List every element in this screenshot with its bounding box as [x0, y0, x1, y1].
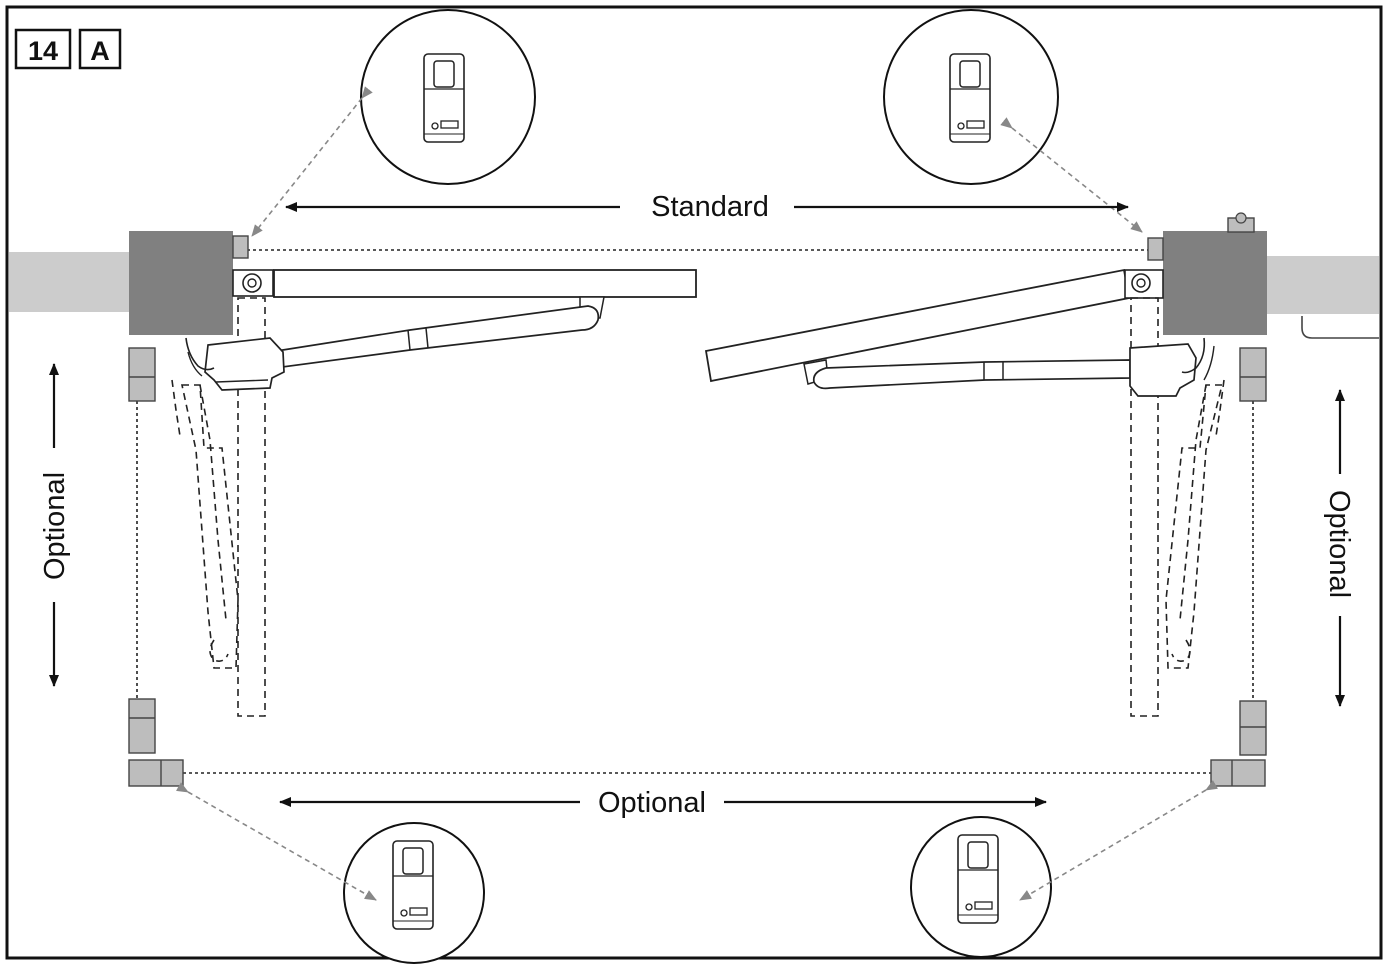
right-pillar-knob	[1235, 212, 1247, 224]
standard-label: Standard	[651, 191, 769, 223]
photocell-bottom-right	[1210, 759, 1266, 787]
right-gate-leaf-open	[1130, 297, 1159, 717]
right-operator-arm-open	[1165, 379, 1225, 669]
detail-circle-top-right	[883, 9, 1059, 185]
right-optional-label: Optional	[1323, 490, 1355, 598]
photocell-transmitter-icon	[957, 834, 999, 924]
photocell-right-upper	[1239, 347, 1267, 402]
photocell-transmitter-icon	[392, 840, 434, 930]
left-operator-arm-open	[171, 379, 239, 669]
photocell-left-upper	[128, 347, 156, 402]
pointer-arrow-top-right	[1000, 117, 1143, 233]
figure-frame	[5, 5, 1383, 960]
bottom-optional-label: Optional	[598, 787, 706, 819]
photocell-bottom-left	[128, 759, 184, 787]
left-gate-leaf	[232, 269, 697, 319]
right-wall-box	[1301, 316, 1379, 339]
pointer-arrow-bottom-right	[1019, 780, 1219, 901]
photocell-left-lower	[128, 698, 156, 754]
right-wall	[1267, 256, 1379, 314]
photocell-standard-left	[232, 235, 249, 259]
photocell-standard-right	[1147, 237, 1164, 261]
left-gate-leaf-open	[237, 297, 266, 717]
photocell-transmitter-icon	[949, 53, 991, 143]
right-operator-arm	[812, 337, 1215, 397]
right-optional-arrow: Optional	[1323, 389, 1355, 707]
right-pillar	[1163, 231, 1267, 335]
figure-number: 14	[28, 36, 58, 66]
figure-badge: 14 A	[14, 28, 122, 70]
left-wall	[9, 252, 129, 312]
left-optional-arrow: Optional	[39, 363, 71, 687]
pointer-arrow-top-left	[251, 86, 373, 237]
left-operator-arm	[185, 305, 600, 391]
pointer-arrow-bottom-left	[175, 782, 377, 901]
photocell-transmitter-icon	[423, 53, 465, 143]
detail-circle-bottom-right	[910, 816, 1052, 958]
detail-circle-bottom-left	[343, 822, 485, 964]
standard-arrow: Standard	[285, 191, 1129, 223]
right-gate-leaf	[704, 268, 1164, 385]
photocell-right-lower	[1239, 700, 1267, 756]
left-optional-label: Optional	[39, 472, 71, 580]
bottom-optional-arrow: Optional	[279, 787, 1047, 819]
figure-letter: A	[90, 36, 110, 66]
left-pillar	[129, 231, 233, 335]
detail-circle-top-left	[360, 9, 536, 185]
